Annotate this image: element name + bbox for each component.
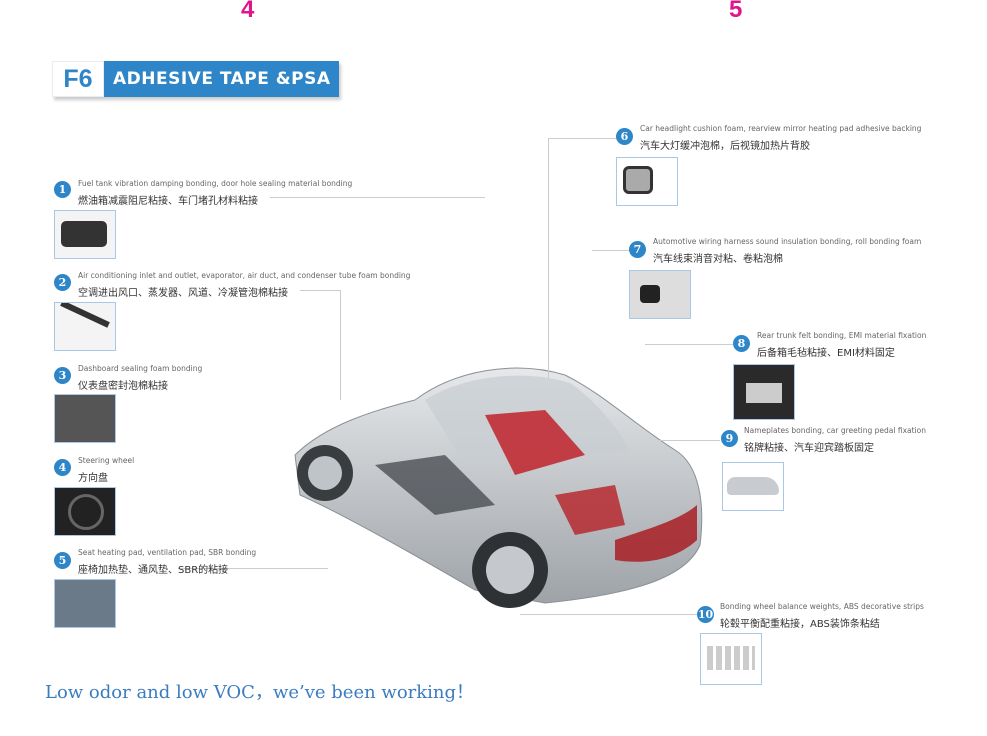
item-number-badge: 8 [733, 335, 750, 352]
connector-line [270, 197, 485, 198]
item-number-badge: 9 [721, 430, 738, 447]
car-cutaway-illustration [294, 367, 703, 608]
connector-line [548, 138, 549, 378]
connector-line [340, 290, 341, 400]
connector-line [300, 290, 340, 291]
item-description-en: Nameplates bonding, car greeting pedal f… [744, 426, 926, 435]
connector-line [645, 344, 733, 345]
connector-line [520, 614, 700, 615]
item-description-en: Fuel tank vibration damping bonding, doo… [78, 179, 353, 188]
item-description-en: Air conditioning inlet and outlet, evapo… [78, 271, 411, 280]
item-description-en: Dashboard sealing foam bonding [78, 364, 203, 373]
item-thumbnail [54, 302, 116, 351]
item-thumbnail [54, 487, 116, 536]
page-number-left: 4 [241, 0, 255, 23]
section-header: F6 ADHESIVE TAPE &PSA [52, 61, 340, 97]
connector-line [178, 568, 328, 569]
item-number-badge: 4 [54, 459, 71, 476]
item-thumbnail [733, 364, 795, 420]
item-description-zh: 燃油箱减震阻尼粘接、车门堵孔材料粘接 [78, 196, 258, 207]
item-thumbnail [54, 394, 116, 443]
item-description-zh: 铭牌粘接、汽车迎宾踏板固定 [744, 443, 874, 454]
item-description-en: Car headlight cushion foam, rearview mir… [640, 124, 922, 133]
item-number-badge: 3 [54, 367, 71, 384]
connector-line [548, 138, 618, 139]
section-code: F6 [52, 61, 104, 97]
item-thumbnail [616, 157, 678, 206]
item-description-zh: 方向盘 [78, 473, 108, 484]
item-description-zh: 空调进出风口、蒸发器、风道、冷凝管泡棉粘接 [78, 288, 288, 299]
item-thumbnail [629, 270, 691, 319]
item-description-en: Steering wheel [78, 456, 135, 465]
item-number-badge: 6 [616, 128, 633, 145]
item-thumbnail [722, 462, 784, 511]
item-description-zh: 仪表盘密封泡棉粘接 [78, 381, 168, 392]
item-description-zh: 座椅加热垫、通风垫、SBR的粘接 [78, 565, 229, 576]
page-number-right: 5 [729, 0, 743, 23]
item-thumbnail [54, 210, 116, 259]
item-description-en: Rear trunk felt bonding, EMI material fi… [757, 331, 927, 340]
item-thumbnail [54, 579, 116, 628]
connector-line [660, 440, 720, 441]
item-number-badge: 7 [629, 241, 646, 258]
connector-line [592, 250, 630, 251]
item-description-en: Seat heating pad, ventilation pad, SBR b… [78, 548, 257, 557]
item-number-badge: 5 [54, 552, 71, 569]
item-description-en: Automotive wiring harness sound insulati… [653, 237, 922, 246]
item-number-badge: 2 [54, 274, 71, 291]
item-number-badge: 1 [54, 181, 71, 198]
item-description-zh: 汽车大灯缓冲泡棉，后视镜加热片背胶 [640, 141, 810, 152]
section-title: ADHESIVE TAPE &PSA [104, 61, 340, 97]
item-thumbnail [700, 633, 762, 685]
footer-slogan: Low odor and low VOC，we’ve been working！ [45, 682, 475, 703]
item-description-zh: 汽车线束消音对粘、卷粘泡棉 [653, 254, 783, 265]
item-description-zh: 轮毂平衡配重粘接，ABS装饰条粘结 [720, 619, 880, 630]
item-number-badge: 10 [697, 606, 714, 623]
item-description-en: Bonding wheel balance weights, ABS decor… [720, 602, 924, 611]
item-description-zh: 后备箱毛毡粘接、EMI材料固定 [757, 348, 895, 359]
